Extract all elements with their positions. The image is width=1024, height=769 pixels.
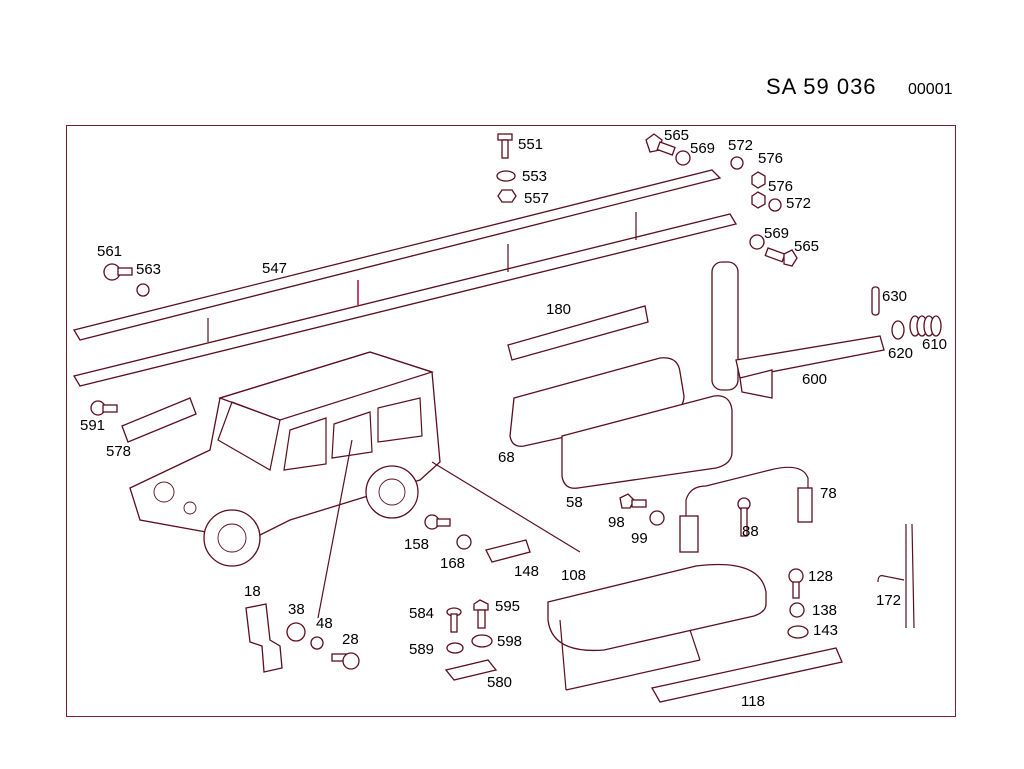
label-610: 610: [922, 336, 947, 353]
label-595: 595: [495, 598, 520, 615]
label-598: 598: [497, 633, 522, 650]
washer-589: [446, 642, 464, 654]
label-58: 58: [566, 494, 583, 511]
label-28: 28: [342, 631, 359, 648]
label-565a: 565: [664, 127, 689, 144]
washer-569-lower: [749, 234, 765, 250]
washer-553: [496, 170, 516, 182]
label-38: 38: [288, 601, 305, 618]
screw-584: [446, 607, 462, 633]
step-118: [650, 647, 843, 703]
clip-172: [877, 575, 905, 583]
label-630: 630: [882, 288, 907, 305]
bracket-580: [444, 659, 498, 681]
bracket-18: [245, 603, 283, 673]
washer-38: [286, 622, 306, 642]
handle-mount-78b: [797, 487, 813, 523]
label-584: 584: [409, 605, 434, 622]
diagram-frame: [66, 125, 956, 717]
label-48: 48: [316, 615, 333, 632]
label-563: 563: [136, 261, 161, 278]
label-578: 578: [106, 443, 131, 460]
bracket-148: [485, 539, 531, 563]
screw-128: [788, 568, 804, 599]
folding-seat-108: [547, 563, 767, 691]
label-576b: 576: [768, 178, 793, 195]
label-620: 620: [888, 345, 913, 362]
label-168: 168: [440, 555, 465, 572]
label-128: 128: [808, 568, 833, 585]
lockwasher-563: [136, 283, 150, 297]
label-551: 551: [518, 136, 543, 153]
label-557: 557: [524, 190, 549, 207]
lockwasher-572-lower: [768, 198, 782, 212]
bracket-bar-180: [507, 305, 649, 361]
label-600: 600: [802, 371, 827, 388]
label-553: 553: [522, 168, 547, 185]
label-118: 118: [741, 693, 765, 710]
lockwasher-572-upper: [730, 156, 744, 170]
label-569a: 569: [690, 140, 715, 157]
label-172: 172: [876, 592, 901, 609]
label-158: 158: [404, 536, 429, 553]
label-99: 99: [631, 530, 648, 547]
label-68: 68: [498, 449, 515, 466]
pin-630: [871, 286, 880, 316]
label-78: 78: [820, 485, 837, 502]
label-580: 580: [487, 674, 512, 691]
bolt-158: [424, 514, 451, 530]
bolt-551: [497, 133, 513, 159]
nut-576-upper: [751, 171, 766, 189]
label-572b: 572: [786, 195, 811, 212]
label-565b: 565: [794, 238, 819, 255]
washer-598: [471, 634, 493, 648]
washer-620: [891, 320, 905, 340]
nut-576-lower: [751, 191, 766, 209]
label-108: 108: [561, 567, 586, 584]
label-180: 180: [546, 301, 571, 318]
lockwasher-48: [310, 636, 324, 650]
bolt-595: [473, 599, 489, 629]
washer-143: [787, 625, 809, 639]
diagram-sequence: 00001: [908, 81, 953, 98]
label-572a: 572: [728, 137, 753, 154]
bolt-561: [103, 263, 133, 281]
bolt-565-lower: [764, 247, 798, 267]
bolt-28: [331, 652, 360, 670]
cushion-58: [561, 395, 733, 489]
diagram-code: SA 59 036: [766, 74, 877, 99]
washer-569-upper: [675, 150, 691, 166]
lockwasher-168: [456, 534, 472, 550]
screw-88: [737, 497, 751, 537]
spring-610: [909, 315, 942, 337]
washer-138: [789, 602, 805, 618]
label-138: 138: [812, 602, 837, 619]
label-88: 88: [742, 523, 759, 540]
carrier-post-600: [711, 261, 885, 399]
handle-mount-78: [679, 515, 699, 553]
label-591: 591: [80, 417, 105, 434]
label-98: 98: [608, 514, 625, 531]
label-569b: 569: [764, 225, 789, 242]
label-576a: 576: [758, 150, 783, 167]
bolt-98: [619, 493, 647, 509]
label-589: 589: [409, 641, 434, 658]
grab-handle-78: [685, 466, 809, 548]
label-148: 148: [514, 563, 539, 580]
nut-557: [497, 189, 517, 203]
label-547: 547: [262, 260, 287, 277]
bracket-578: [121, 397, 197, 443]
vehicle-illustration: [129, 351, 441, 567]
washer-99: [649, 510, 665, 526]
label-143: 143: [813, 622, 838, 639]
label-18: 18: [244, 583, 261, 600]
roof-rail-assembly: [72, 169, 738, 387]
label-561: 561: [97, 243, 122, 260]
bolt-591: [90, 400, 118, 416]
bolt-565-upper: [645, 133, 676, 156]
rod-172b: [911, 523, 915, 629]
